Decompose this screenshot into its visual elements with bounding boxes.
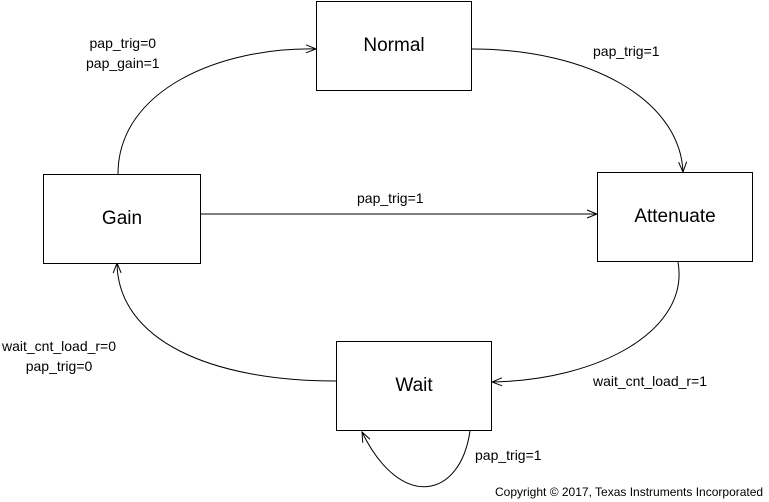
state-normal: Normal (316, 1, 472, 91)
label-gain-to-attenuate: pap_trig=1 (357, 190, 424, 206)
label-wait-self-loop: pap_trig=1 (475, 447, 542, 463)
arrow-attenuate-to-wait (492, 261, 680, 382)
label-wait-to-gain: wait_cnt_load_r=0 pap_trig=0 (2, 336, 116, 376)
label-wait-to-gain-line-1: wait_cnt_load_r=0 (2, 338, 117, 354)
label-normal-to-attenuate: pap_trig=1 (593, 43, 660, 59)
arrow-gain-to-normal (117, 49, 316, 175)
label-gain-to-normal-line-1: pap_trig=0 (89, 35, 157, 51)
arrow-wait-to-gain (117, 263, 337, 382)
arrow-normal-to-attenuate (471, 48, 683, 172)
label-attenuate-to-wait: wait_cnt_load_r=1 (593, 373, 708, 389)
state-wait: Wait (336, 341, 492, 431)
copyright-notice: Copyright © 2017, Texas Instruments Inco… (495, 485, 764, 499)
state-gain: Gain (43, 174, 201, 264)
arrow-wait-self-loop (362, 431, 471, 488)
label-wait-to-gain-line-2: pap_trig=0 (25, 358, 93, 374)
label-gain-to-normal-line-2: pap_gain=1 (86, 55, 160, 71)
label-gain-to-normal: pap_trig=0 pap_gain=1 (86, 33, 160, 73)
state-attenuate: Attenuate (597, 172, 753, 262)
